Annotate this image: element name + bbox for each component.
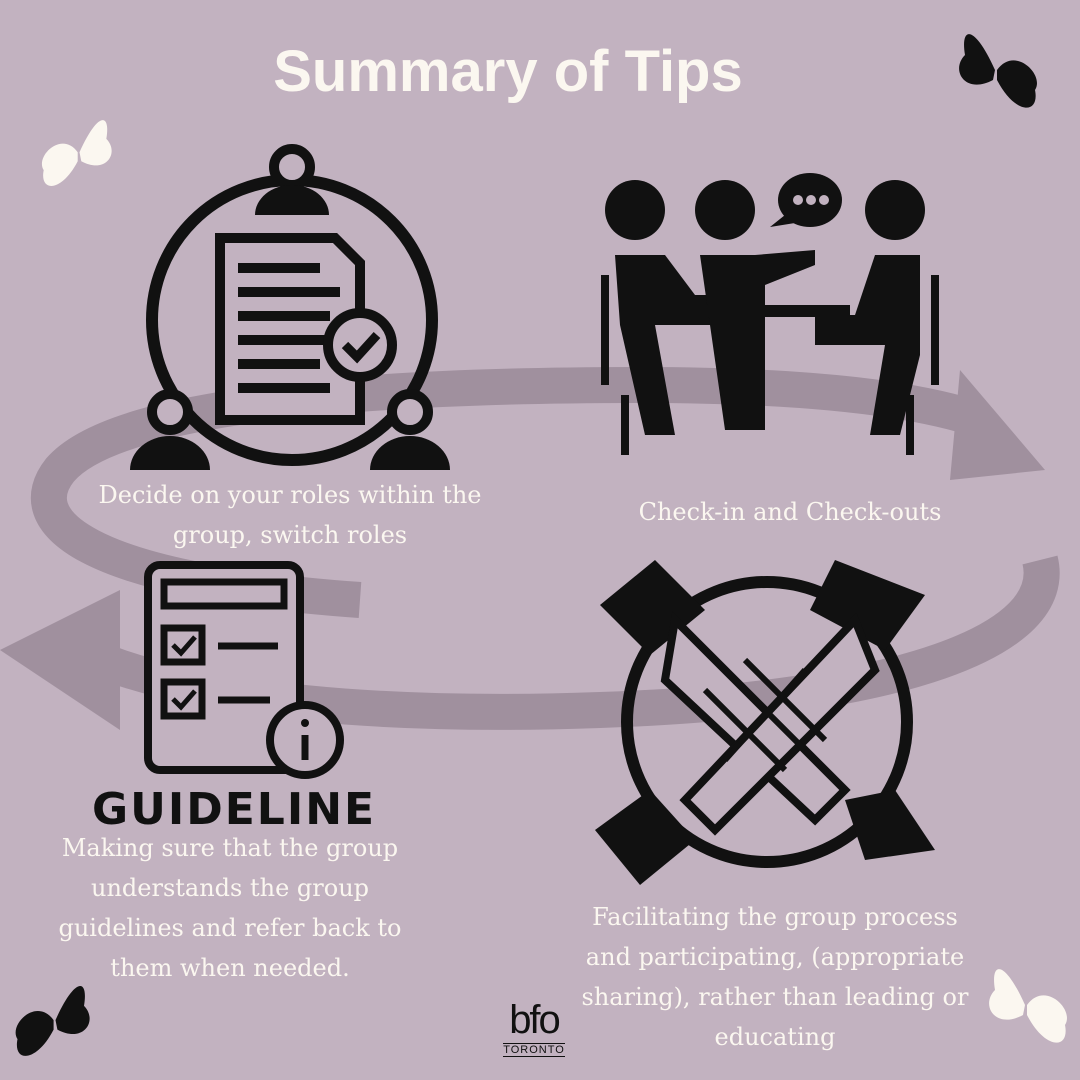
tip-facilitating-caption: Facilitating the group process and parti… (581, 903, 969, 1051)
butterfly-icon (41, 120, 112, 186)
logo-sub: TORONTO (503, 1043, 565, 1057)
roles-document-icon (130, 144, 450, 470)
page-title: Summary of Tips (273, 39, 743, 104)
meeting-icon (601, 173, 939, 455)
tip-roles-caption: Decide on your roles within the group, s… (98, 481, 482, 549)
butterfly-icon (15, 986, 90, 1056)
bfo-toronto-logo: bfo TORONTO (494, 1000, 574, 1058)
tip-checkin-caption: Check-in and Check-outs (638, 498, 942, 526)
guideline-label: GUIDELINE (92, 784, 377, 835)
guideline-checklist-icon (144, 561, 344, 779)
butterfly-icon (959, 34, 1037, 108)
stacked-hands-icon (595, 560, 935, 885)
tip-guidelines-caption: Making sure that the group understands t… (58, 834, 402, 982)
logo-main: bfo (509, 998, 561, 1042)
butterfly-icon (989, 969, 1067, 1043)
